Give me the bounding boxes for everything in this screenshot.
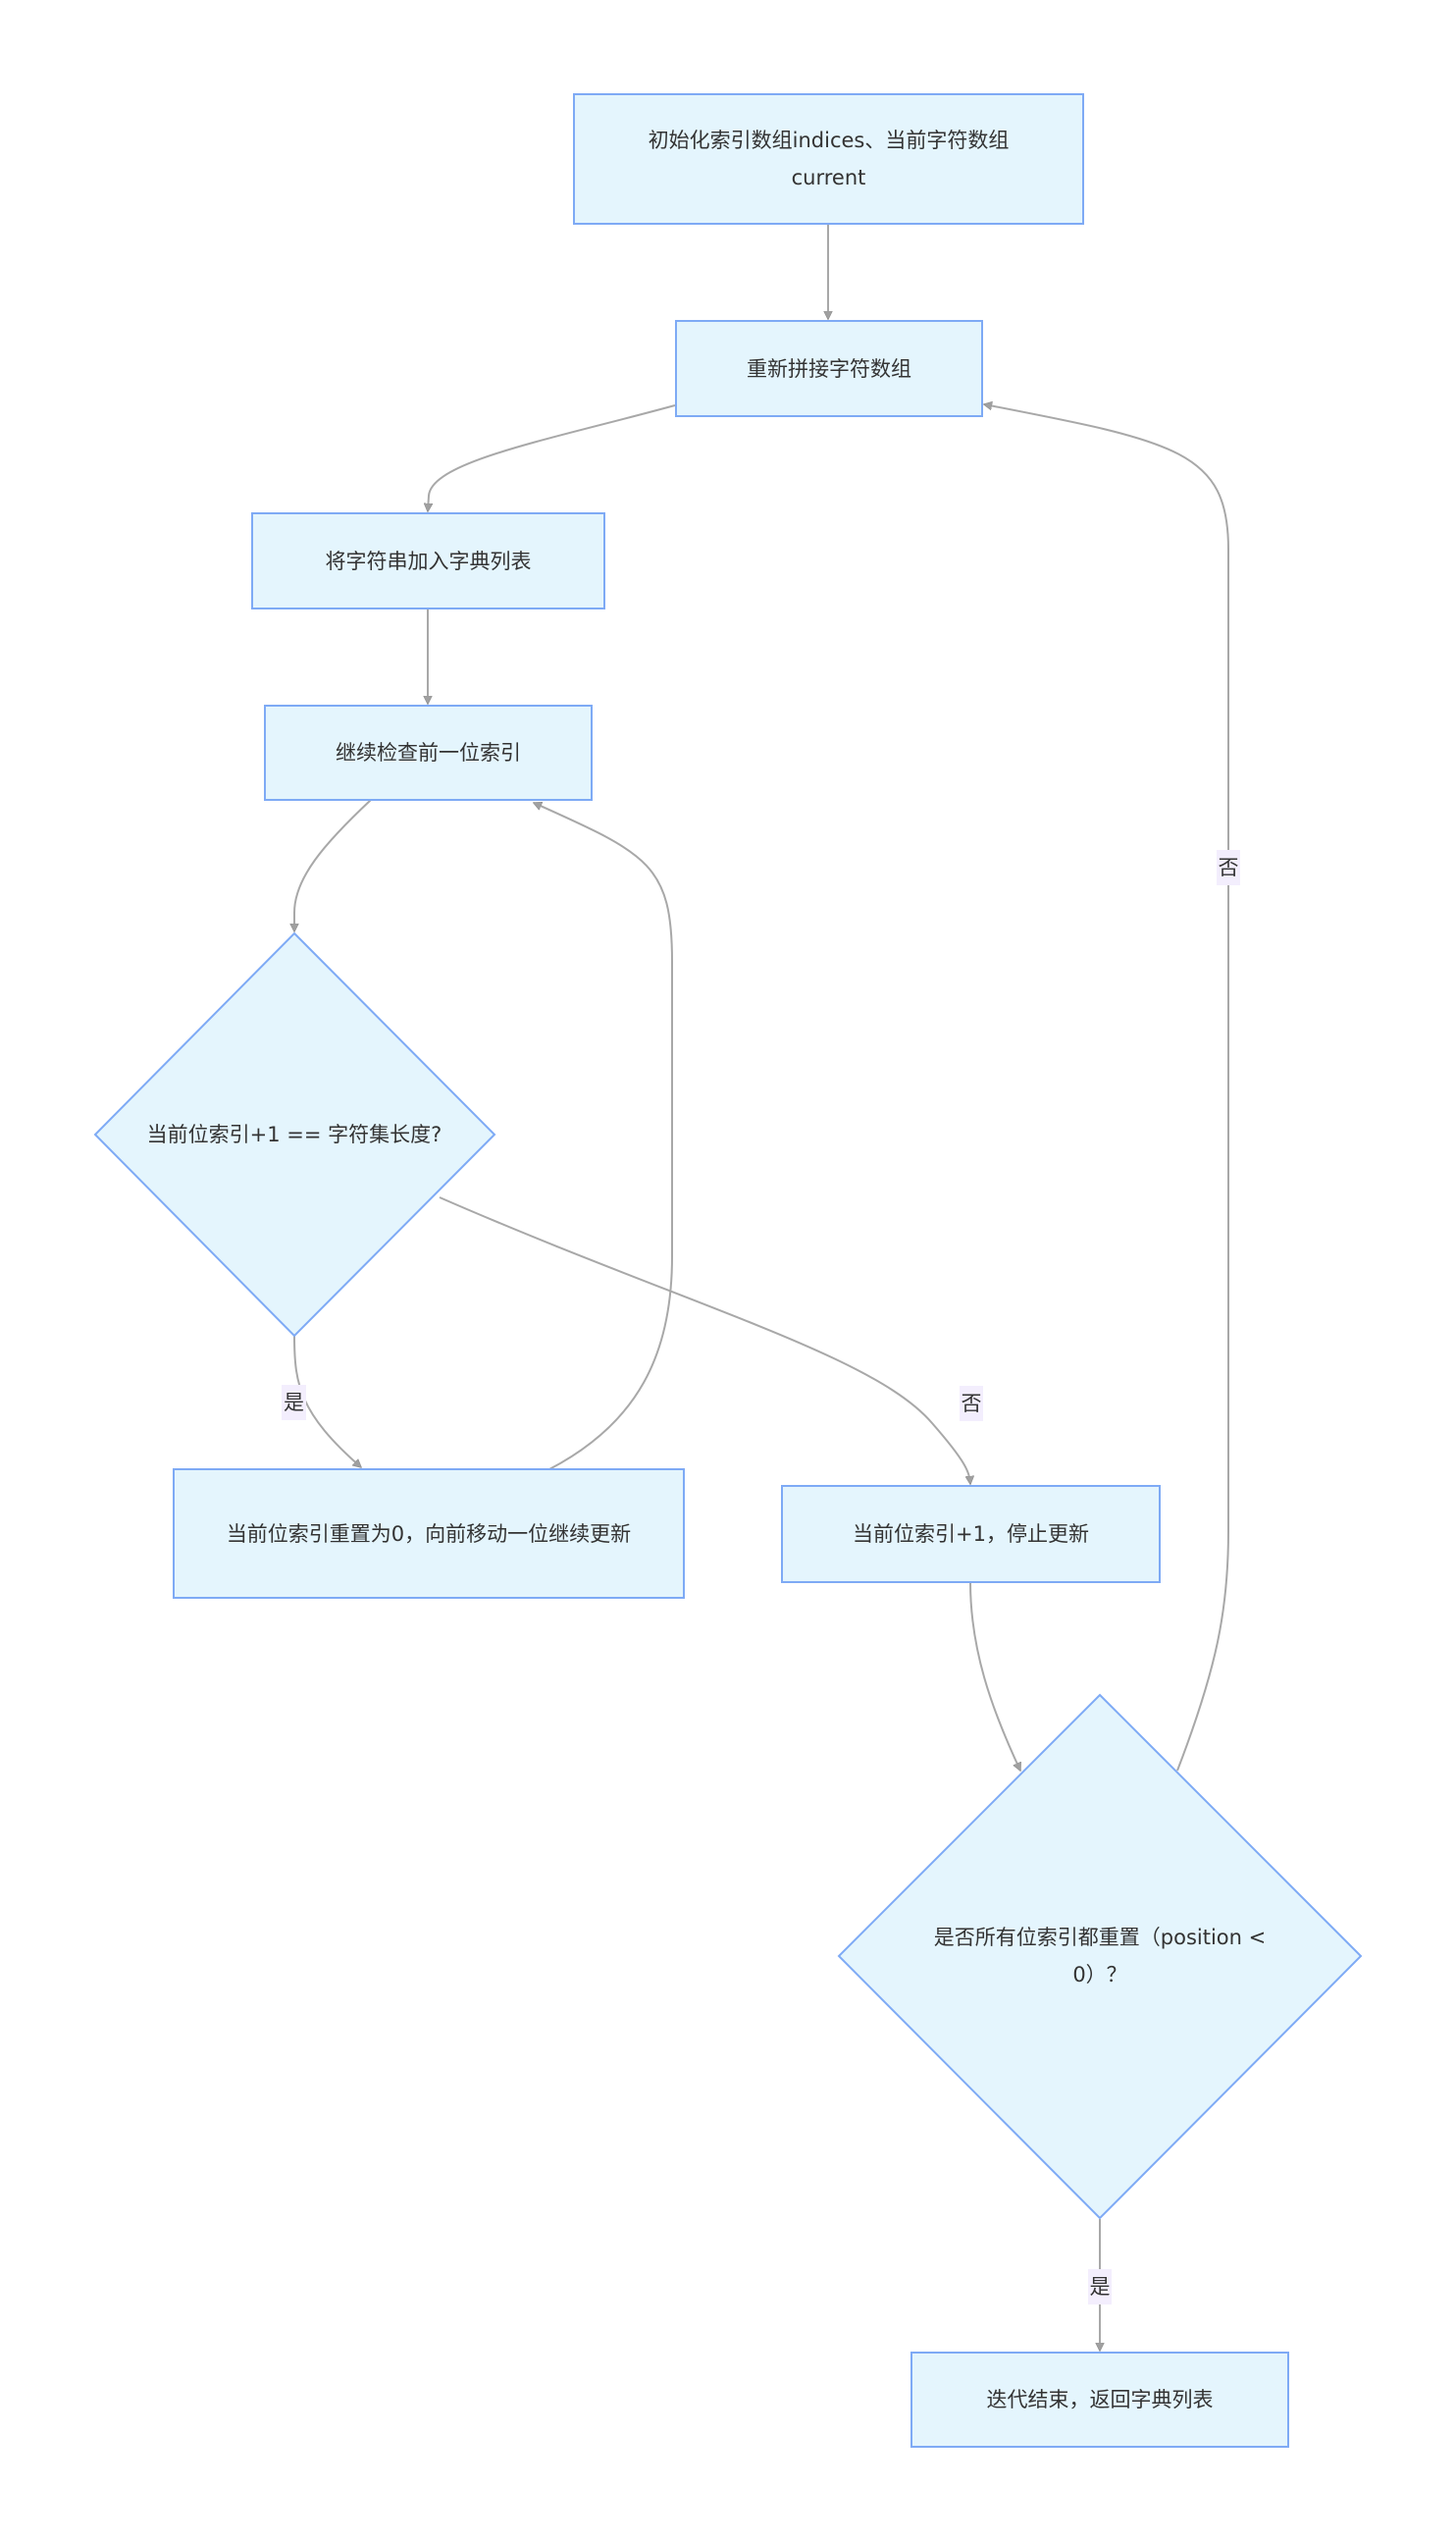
node-add-box[interactable] <box>251 512 605 609</box>
node-inc-label: 当前位索引+1，停止更新 <box>782 1486 1160 1582</box>
node-add-text: 将字符串加入字典列表 <box>325 549 532 573</box>
node-cond-all-label: 是否所有位索引都重置（position < 0）？ <box>908 1917 1292 1995</box>
node-end-text: 迭代结束，返回字典列表 <box>986 2388 1214 2411</box>
node-inc-text: 当前位索引+1，停止更新 <box>853 1522 1089 1546</box>
edge-reset-to-check-prev <box>534 803 673 1470</box>
node-init-box[interactable] <box>573 93 1084 225</box>
edge-inc-to-cond-all <box>969 1581 1020 1771</box>
node-cond-len-label: 当前位索引+1 == 字符集长度? <box>118 1099 471 1170</box>
node-end-box[interactable] <box>910 2352 1289 2448</box>
edge-join-to-add <box>428 404 676 511</box>
node-init-text: 初始化索引数组indices、当前字符数组current <box>648 129 1010 189</box>
node-join-box[interactable] <box>675 320 983 417</box>
edge-label-bg-yes-reset <box>282 1385 306 1420</box>
node-reset-box[interactable] <box>173 1468 685 1599</box>
edge-check-prev-to-cond-len <box>294 799 372 931</box>
node-init-label: 初始化索引数组indices、当前字符数组current <box>628 94 1029 224</box>
node-check-prev-text: 继续检查前一位索引 <box>336 741 521 765</box>
node-cond-all-diamond[interactable] <box>837 1693 1363 2220</box>
node-check-prev-box[interactable] <box>264 705 593 801</box>
edge-label-bg-yes-end <box>1088 2269 1112 2304</box>
node-cond-len-text: 当前位索引+1 == 字符集长度? <box>146 1123 442 1146</box>
node-cond-len-diamond[interactable] <box>93 931 496 1338</box>
node-cond-all-text: 是否所有位索引都重置（position < 0）？ <box>933 1926 1267 1986</box>
node-end-label: 迭代结束，返回字典列表 <box>911 2353 1288 2447</box>
edge-label-bg-no-inc <box>960 1386 983 1421</box>
edge-label-no-inc: 否 <box>961 1392 982 1415</box>
node-reset-label: 当前位索引重置为0，向前移动一位继续更新 <box>221 1469 637 1598</box>
node-join-text: 重新拼接字符数组 <box>747 356 911 381</box>
node-check-prev-label: 继续检查前一位索引 <box>265 706 592 800</box>
edge-cond-all-to-join <box>984 404 1229 1772</box>
edge-cond-len-to-inc <box>439 1196 970 1484</box>
edge-label-bg-no-loop <box>1217 850 1240 885</box>
edge-label-no-loop: 否 <box>1218 856 1239 879</box>
node-join-label: 重新拼接字符数组 <box>676 321 982 416</box>
edge-label-yes-reset: 是 <box>284 1391 304 1414</box>
node-inc-box[interactable] <box>781 1485 1161 1583</box>
node-add-label: 将字符串加入字典列表 <box>252 513 604 609</box>
edge-label-yes-end: 是 <box>1089 2275 1111 2299</box>
node-reset-text: 当前位索引重置为0，向前移动一位继续更新 <box>226 1521 632 1546</box>
